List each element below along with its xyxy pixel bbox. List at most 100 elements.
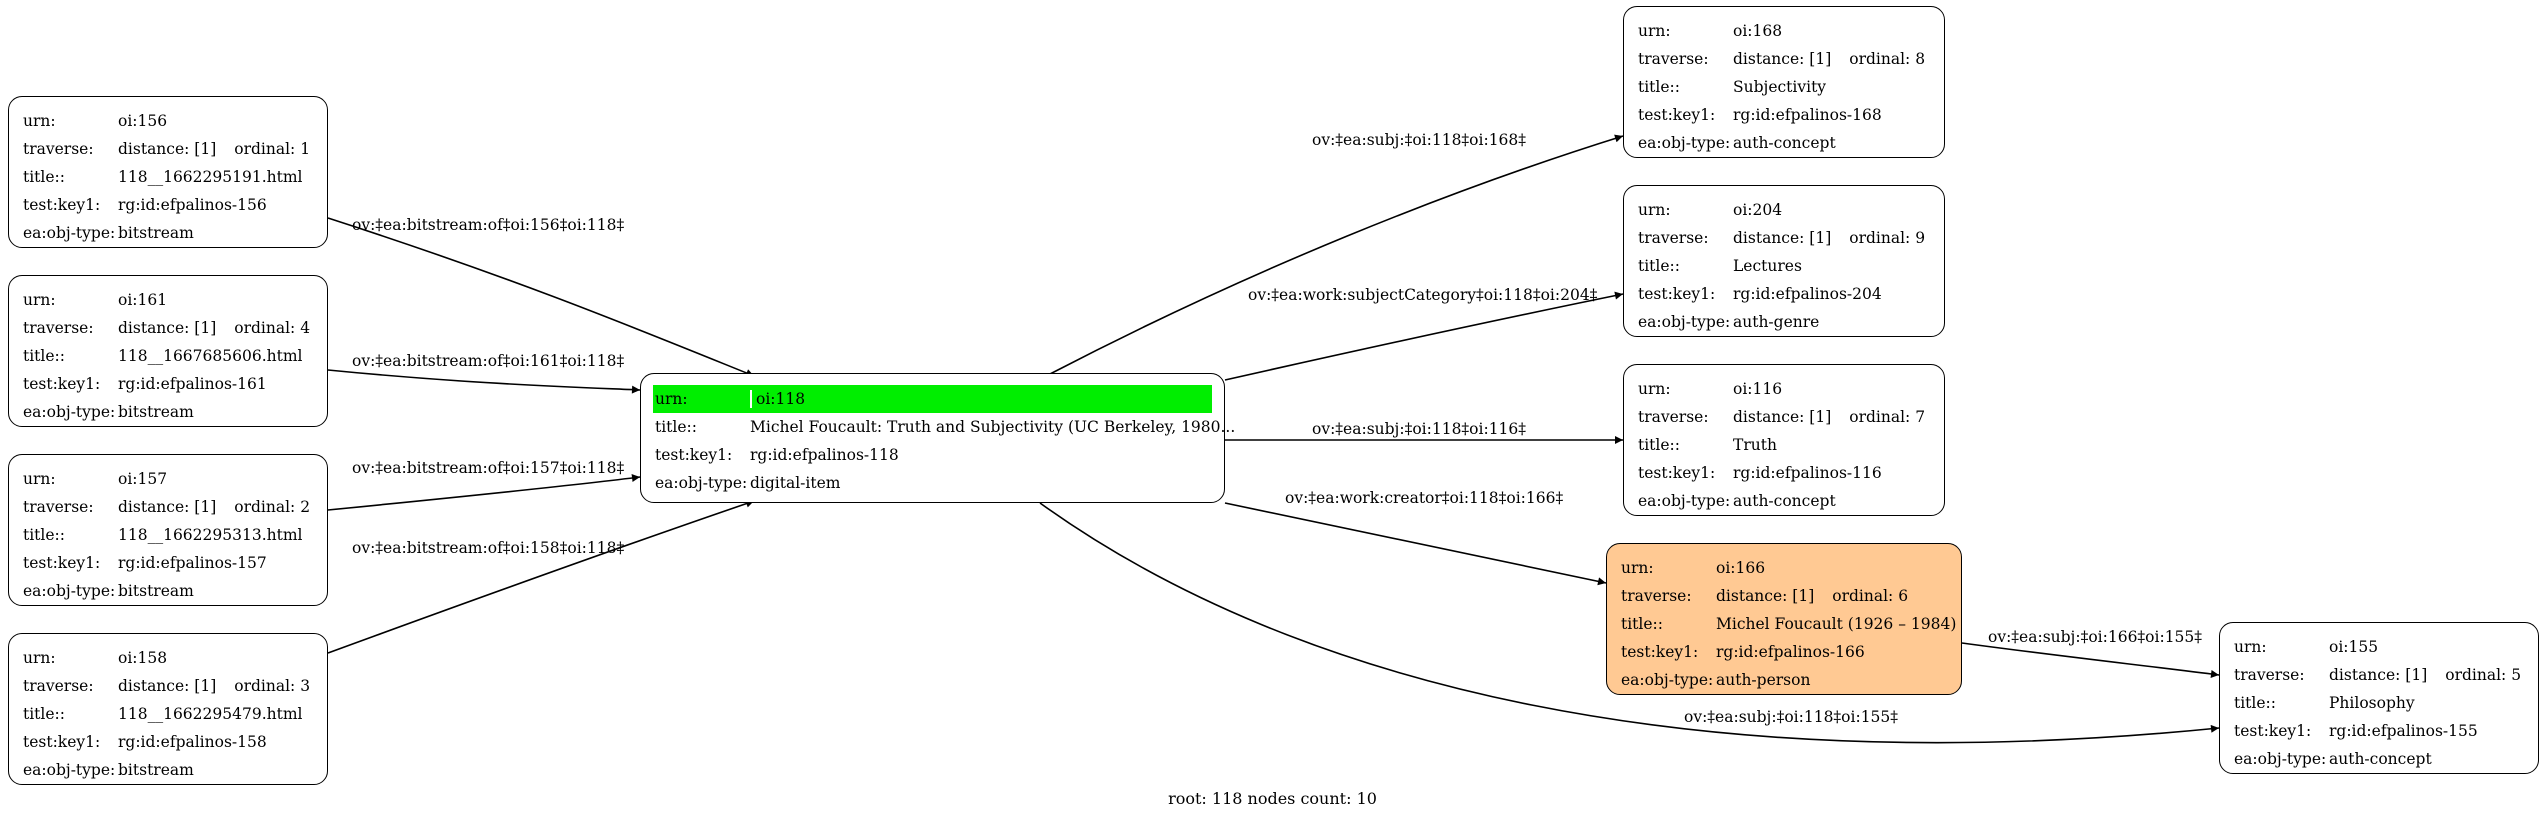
- node-type-row: ea:obj-type:auth-genre: [1636, 308, 1932, 336]
- field-label: ea:obj-type:: [1638, 492, 1731, 510]
- node-title-row: title::Michel Foucault (1926 – 1984): [1619, 610, 1956, 638]
- field-value: auth-concept: [1733, 134, 1836, 152]
- field-label: urn:: [1621, 559, 1654, 577]
- node-title-row: title::Michel Foucault: Truth and Subjec…: [653, 413, 1235, 441]
- field-value: oi:157: [118, 470, 168, 488]
- node-type-row: ea:obj-type:auth-concept: [2232, 745, 2526, 773]
- field-label: test:key1:: [23, 196, 101, 214]
- field-label: ea:obj-type:: [23, 224, 116, 242]
- field-value: oi:168: [1733, 22, 1783, 40]
- node-title-row: title::Truth: [1636, 431, 1932, 459]
- field-value: bitstream: [118, 403, 194, 421]
- field-label: traverse:: [1621, 587, 1692, 605]
- field-value: distance: [1]ordinal: 3: [118, 677, 311, 695]
- node-type-row: ea:obj-type:auth-concept: [1636, 129, 1932, 157]
- edge-label: ov:‡ea:bitstream:of‡oi:157‡oi:118‡: [352, 459, 625, 477]
- node-traverse-row: traverse:distance: [1]ordinal: 1: [21, 135, 315, 163]
- edge-label: ov:‡ea:bitstream:of‡oi:161‡oi:118‡: [352, 352, 625, 370]
- node-key-row: test:key1: rg:id:efpalinos-156: [21, 191, 315, 219]
- field-label: test:key1:: [23, 554, 101, 572]
- field-label: traverse:: [23, 498, 94, 516]
- node-key-row: test:key1:rg:id:efpalinos-161: [21, 370, 315, 398]
- field-value: distance: [1]ordinal: 8: [1733, 50, 1926, 68]
- field-value: rg:id:efpalinos-118: [750, 446, 899, 464]
- node-traverse-row: traverse:distance: [1]ordinal: 9: [1636, 224, 1932, 252]
- field-label: traverse:: [23, 677, 94, 695]
- node-traverse-row: traverse: distance: [1]ordinal: 2: [21, 493, 315, 521]
- field-label: urn:: [1638, 22, 1671, 40]
- field-value: bitstream: [118, 761, 194, 779]
- node-urn-row: urn:oi:166: [1619, 554, 1949, 582]
- node-key-row: test:key1: rg:id:efpalinos-168: [1636, 101, 1932, 129]
- field-value: rg:id:efpalinos-161: [118, 375, 267, 393]
- field-value: Truth: [1733, 436, 1777, 454]
- field-value: Michel Foucault: Truth and Subjectivity …: [750, 418, 1236, 436]
- field-value: Michel Foucault (1926 – 1984): [1716, 615, 1957, 633]
- field-value: distance: [1]ordinal: 7: [1733, 408, 1926, 426]
- edge-label: ov:‡ea:subj:‡oi:166‡oi:155‡: [1988, 628, 2203, 646]
- node-title-row: title::118__1667685606.html: [21, 342, 315, 370]
- field-label: test:key1:: [1638, 106, 1716, 124]
- node-urn-row: urn: oi:156: [21, 107, 315, 135]
- field-value: 118__1662295479.html: [118, 705, 303, 723]
- field-label: test:key1:: [23, 733, 101, 751]
- node-key-row: test:key1: rg:id:efpalinos-158: [21, 728, 315, 756]
- field-label: title::: [1621, 615, 1663, 633]
- node-key-row: test:key1:rg:id:efpalinos-155: [2232, 717, 2526, 745]
- field-value: oi:156: [118, 112, 168, 130]
- field-label: test:key1:: [1621, 643, 1699, 661]
- field-value: 118__1662295191.html: [118, 168, 303, 186]
- field-label: test:key1:: [655, 446, 733, 464]
- node-title-row: title::Subjectivity: [1636, 73, 1932, 101]
- node-title-row: title::118__1662295479.html: [21, 700, 315, 728]
- field-label: urn:: [1638, 201, 1671, 219]
- edge-n118-n168: [1049, 134, 1624, 375]
- field-value: oi:118: [756, 390, 806, 408]
- node-urn-row: urn: oi:168: [1636, 17, 1932, 45]
- field-value: rg:id:efpalinos-158: [118, 733, 267, 751]
- field-label: title::: [23, 705, 65, 723]
- node-type-row: ea:obj-type:bitstream: [21, 219, 315, 247]
- node-urn-row: urn:oi:155: [2232, 633, 2526, 661]
- field-label: ea:obj-type:: [655, 474, 748, 492]
- field-label: ea:obj-type:: [2234, 750, 2327, 768]
- field-label: ea:obj-type:: [1638, 134, 1731, 152]
- edge-n156-n118: [327, 217, 755, 377]
- field-value: rg:id:efpalinos-156: [118, 196, 267, 214]
- field-value: rg:id:efpalinos-168: [1733, 106, 1882, 124]
- node-traverse-row: traverse: distance: [1]ordinal: 7: [1636, 403, 1932, 431]
- field-label: traverse:: [1638, 408, 1709, 426]
- field-label: title::: [2234, 694, 2276, 712]
- edge-label: ov:‡ea:subj:‡oi:118‡oi:116‡: [1312, 420, 1527, 438]
- field-value: Subjectivity: [1733, 78, 1827, 96]
- field-label: urn:: [23, 112, 56, 130]
- field-label: ea:obj-type:: [23, 761, 116, 779]
- node-traverse-row: traverse:distance: [1]ordinal: 5: [2232, 661, 2526, 689]
- graph-node-oi-156[interactable]: urn: oi:156 traverse:distance: [1]ordinal:…: [8, 96, 328, 248]
- node-key-row: test:key1:rg:id:efpalinos-116: [1636, 459, 1932, 487]
- graph-footer: root: 118 nodes count: 10: [1168, 789, 1377, 808]
- node-type-row: ea:obj-type:bitstream: [21, 398, 315, 426]
- field-label: ea:obj-type:: [1621, 671, 1714, 689]
- edge-n118-n204: [1224, 291, 1624, 381]
- field-value: bitstream: [118, 224, 194, 242]
- field-value: distance: [1]ordinal: 2: [118, 498, 311, 516]
- edge-n161-n118: [327, 369, 641, 394]
- field-label: traverse:: [1638, 229, 1709, 247]
- field-label: title::: [1638, 436, 1680, 454]
- field-label: traverse:: [23, 140, 94, 158]
- field-label: urn:: [1638, 380, 1671, 398]
- node-title-row: title::118__1662295191.html: [21, 163, 315, 191]
- edge-label: ov:‡ea:subj:‡oi:118‡oi:155‡: [1684, 708, 1899, 726]
- field-label: title::: [1638, 257, 1680, 275]
